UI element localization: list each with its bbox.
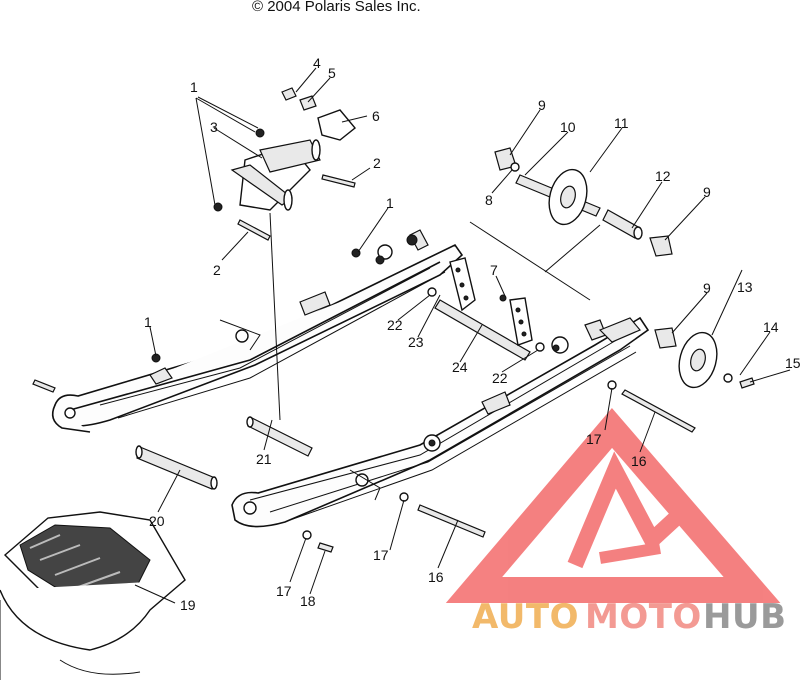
- callout-3: 3: [210, 119, 218, 135]
- callout-22: 22: [387, 317, 403, 333]
- callout-6: 6: [372, 108, 380, 124]
- axle-20: [135, 445, 218, 490]
- callout-21: 21: [256, 451, 272, 467]
- callout-1: 1: [386, 195, 394, 211]
- callout-17: 17: [373, 547, 389, 563]
- callout-12: 12: [655, 168, 671, 184]
- cross-shaft-24: [427, 257, 545, 361]
- callout-16: 16: [631, 453, 647, 469]
- callout-7: 7: [490, 262, 498, 278]
- callout-14: 14: [763, 319, 779, 335]
- idler-wheel-13: [654, 327, 755, 389]
- shaft-21: [246, 416, 313, 457]
- callout-23: 23: [408, 334, 424, 350]
- watermark-part-auto: AUTO: [472, 597, 579, 637]
- callout-18: 18: [300, 593, 316, 609]
- callout-1: 1: [190, 79, 198, 95]
- copyright-text: © 2004 Polaris Sales Inc.: [252, 0, 421, 15]
- callout-9: 9: [538, 97, 546, 113]
- callout-15: 15: [785, 355, 800, 371]
- callout-2: 2: [213, 262, 221, 278]
- callout-19: 19: [180, 597, 196, 613]
- callout-9: 9: [703, 280, 711, 296]
- callout-20: 20: [149, 513, 165, 529]
- callout-9: 9: [703, 184, 711, 200]
- watermark-logo: [445, 408, 781, 603]
- upper-bracket: [213, 87, 356, 241]
- track-belt: [0, 511, 186, 680]
- callout-11: 11: [614, 115, 629, 131]
- callout-16: 16: [428, 569, 444, 585]
- callout-5: 5: [328, 65, 336, 81]
- leader-lines: [134, 67, 791, 604]
- callout-8: 8: [485, 192, 493, 208]
- callout-24: 24: [452, 359, 468, 375]
- callout-17: 17: [276, 583, 292, 599]
- idler-wheel-11: [494, 147, 673, 257]
- callout-labels: 1 4 5 3 6 2 2 1 1 9 10 11 8 12 9 7 22 23…: [144, 55, 800, 613]
- watermark-text: AUTO MOTO HUB: [472, 597, 786, 637]
- watermark-part-hub: HUB: [703, 597, 786, 637]
- callout-4: 4: [313, 55, 321, 71]
- watermark-part-moto: MOTO: [585, 597, 702, 637]
- callout-10: 10: [560, 119, 576, 135]
- callout-22: 22: [492, 370, 508, 386]
- callout-2: 2: [373, 155, 381, 171]
- callout-17: 17: [586, 431, 602, 447]
- right-rail: [231, 316, 650, 528]
- bolts-and-washers: [32, 248, 696, 553]
- callout-13: 13: [737, 279, 753, 295]
- left-rail: [51, 229, 464, 433]
- callout-1: 1: [144, 314, 152, 330]
